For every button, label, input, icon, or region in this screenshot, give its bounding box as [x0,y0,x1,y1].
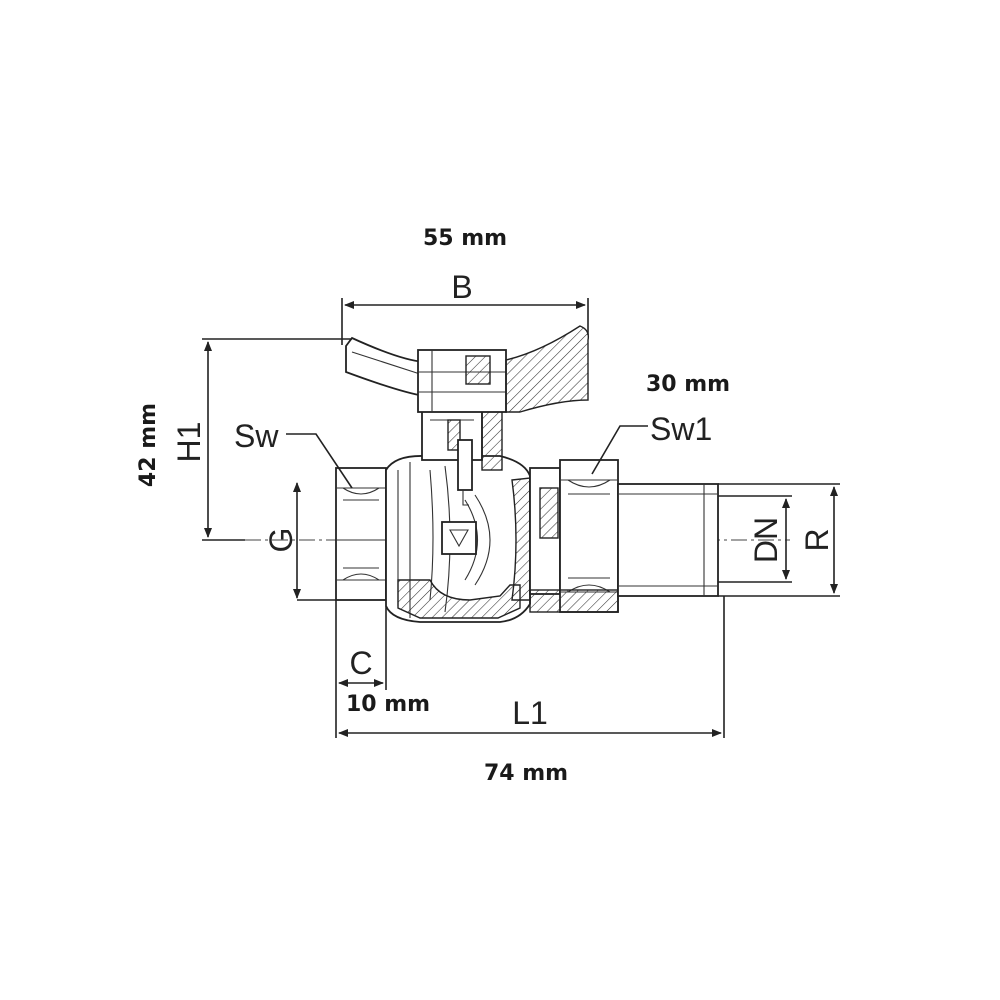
value-L1: 74 mm [484,761,568,786]
label-H1: H1 [171,422,207,463]
value-C: 10 mm [346,692,430,717]
butterfly-handle [345,325,590,413]
dim-L1 [338,596,725,738]
dim-H1 [202,338,352,541]
right-union-nut [529,459,619,613]
label-C: C [349,645,372,681]
label-Sw: Sw [234,418,279,454]
label-G: G [263,528,299,553]
label-DN: DN [748,517,784,563]
dim-DN [718,495,792,583]
valve-stem [421,399,503,506]
label-B: B [451,269,472,305]
dim-C [335,600,387,738]
dim-B [341,298,589,345]
value-B: 55 mm [423,226,507,251]
dim-R [718,483,840,597]
label-R: R [799,528,835,551]
label-Sw1: Sw1 [650,411,712,447]
leader-Sw [286,433,353,489]
label-L1: L1 [512,695,548,731]
value-H1: 42 mm [136,403,161,487]
dim-G [293,482,336,601]
leader-Sw1 [591,425,648,475]
left-hex-nut [335,467,387,601]
threaded-tail [617,483,719,597]
value-Sw1: 30 mm [646,372,730,397]
